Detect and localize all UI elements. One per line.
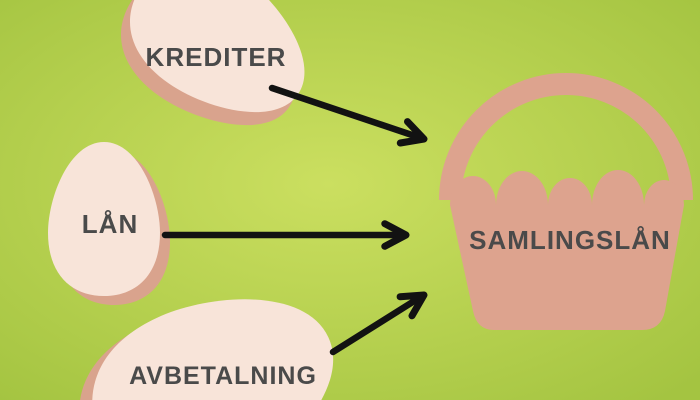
- arrow-avbetalning-shaft: [329, 294, 423, 356]
- basket-body: [450, 170, 684, 330]
- egg-lan-label: LÅN: [82, 209, 138, 239]
- egg-avbetalning: AVBETALNING: [50, 255, 367, 400]
- basket-handle: [439, 73, 693, 201]
- egg-krediter: KREDITER: [95, 0, 336, 161]
- arrow-krediter-shaft: [268, 84, 422, 141]
- basket-label: SAMLINGSLÅN: [469, 225, 671, 255]
- egg-avbetalning-label: AVBETALNING: [129, 362, 317, 390]
- egg-lan: LÅN: [48, 142, 170, 305]
- arrow-lan-head-icon: [381, 220, 410, 250]
- arrow-lan-to-basket: [161, 220, 410, 250]
- arrow-krediter-head-icon: [396, 118, 428, 147]
- arrow-krediter-to-basket: [268, 84, 428, 147]
- egg-krediter-label: KREDITER: [146, 42, 287, 72]
- arrow-avbetalning-head-icon: [396, 291, 428, 320]
- basket-samlingslan: SAMLINGSLÅN: [439, 73, 693, 330]
- arrow-avbetalning-to-basket: [329, 291, 428, 356]
